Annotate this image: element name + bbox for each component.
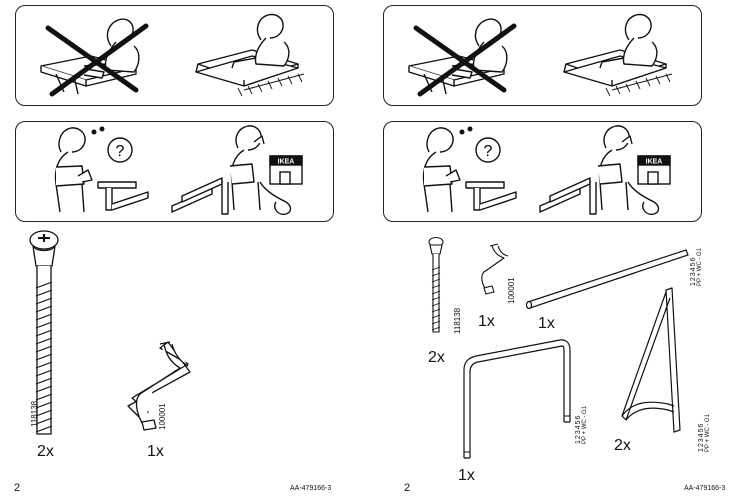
prohibited-cross-icon	[45, 23, 149, 97]
read-instructions-illustration-2: ? IKEA	[422, 125, 671, 216]
part-code-u-frame: 123456 PP + WC - G1	[575, 406, 589, 444]
part-qty-u-frame: 1x	[458, 467, 475, 484]
screw-118138-icon-2	[428, 236, 444, 333]
page-number-2: 2	[404, 482, 411, 494]
document-id: AA-479166-3	[290, 485, 332, 492]
part-code-rod: 123456 PP + WC - G1	[690, 248, 704, 286]
part-qty-hex-key-2: 1x	[478, 313, 495, 330]
part-code-a-frame-line2: PP + WC - G1	[705, 413, 712, 452]
ikea-sign-text: IKEA	[278, 159, 295, 166]
floor-protection-illustration	[40, 13, 305, 97]
part-code-rod-line1: 123456	[690, 256, 697, 286]
part-code-a-frame-line1: 123456	[698, 422, 705, 452]
right-parts-area: 118138 2x 100001 1x 123456 PP + WC - G1 …	[368, 222, 736, 484]
question-bubble-icon: ?	[107, 137, 133, 163]
part-qty-screw-2: 2x	[428, 349, 445, 366]
assembling-person-figure	[171, 125, 292, 216]
question-mark-2: ?	[484, 143, 493, 160]
part-code-a-frame: 123456 PP + WC - G1	[698, 414, 712, 452]
read-instructions-illustration: ? IKEA	[54, 125, 303, 216]
floor-protection-panel-2	[383, 5, 702, 106]
part-code-screw-2: 118138	[453, 307, 462, 334]
document-id-2: AA-479166-3	[684, 485, 726, 492]
part-code-hex-key: 100001	[158, 403, 167, 430]
prohibited-cross-icon-2	[413, 23, 517, 97]
a-frame-icon	[621, 287, 681, 433]
confused-person-figure-2	[422, 126, 517, 213]
part-qty-rod: 1x	[538, 315, 555, 332]
hex-key-100001-icon-2	[481, 243, 509, 295]
part-qty-screw: 2x	[37, 443, 54, 460]
read-instructions-panel-2: ? IKEA	[383, 121, 702, 222]
part-code-screw: 118138	[30, 400, 39, 427]
wrong-hard-floor-figure	[40, 18, 140, 95]
ikea-store-icon: IKEA	[269, 155, 303, 185]
page-number: 2	[14, 482, 21, 494]
u-frame-icon	[463, 339, 571, 459]
screw-118138-icon	[29, 230, 59, 435]
correct-on-rug-figure	[195, 13, 305, 97]
assembling-person-figure-2	[539, 125, 660, 216]
question-mark: ?	[116, 143, 125, 160]
left-parts-illustration	[29, 230, 191, 435]
floor-protection-panel	[15, 5, 334, 106]
part-qty-hex-key: 1x	[147, 443, 164, 460]
left-page: ? IKEA	[0, 5, 368, 494]
ikea-store-icon-2: IKEA	[637, 155, 671, 185]
correct-on-rug-figure-2	[563, 13, 673, 97]
part-code-u-frame-line1: 123456	[575, 414, 582, 444]
confused-person-figure	[54, 126, 149, 213]
right-page: ? IKEA	[368, 0, 736, 497]
rod-icon	[525, 249, 689, 310]
part-code-hex-key-2: 100001	[507, 277, 516, 304]
ikea-sign-text-2: IKEA	[646, 159, 663, 166]
part-qty-a-frame: 2x	[614, 437, 631, 454]
question-bubble-icon-2: ?	[475, 137, 501, 163]
floor-protection-illustration-2	[408, 13, 673, 97]
hex-key-100001-icon	[127, 341, 191, 431]
right-parts-illustration	[428, 236, 689, 459]
part-code-rod-line2: PP + WC - G1	[697, 247, 704, 286]
left-parts-area: 118138 2x 100001 1x	[0, 222, 368, 480]
part-code-u-frame-line2: PP + WC - G1	[582, 405, 589, 444]
read-instructions-panel: ? IKEA	[15, 121, 334, 222]
